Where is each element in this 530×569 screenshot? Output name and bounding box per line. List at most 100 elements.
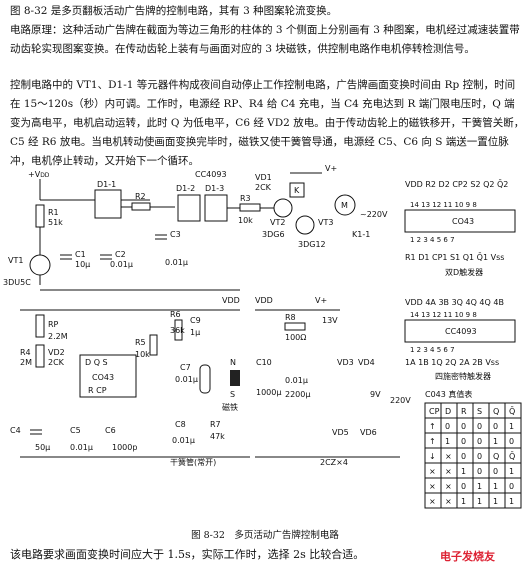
truth-table-value: 1: [509, 422, 514, 431]
truth-table-value: 0: [477, 437, 482, 446]
vt1-phototransistor: [29, 254, 51, 276]
truth-table-value: Q̄: [509, 451, 515, 461]
c4-label: C4: [10, 426, 21, 435]
circuit-diagram: +VDD R1 51k VT1 3DU5C C1 10μ C2 0.01μ D1…: [3, 165, 522, 509]
c3-value: 0.01μ: [165, 258, 188, 267]
principle-paragraph: 电路原理：这种活动广告牌在截面为等边三角形的柱体的 3 个侧面上分别画有 3 种…: [10, 24, 520, 55]
c043-flipflop: [79, 354, 137, 398]
transformer-9v: 9V: [370, 390, 381, 399]
control-paragraph: 控制电路中的 VT1、D1-1 等元器件构成夜间自动停止工作控制电路，广告牌画面…: [10, 79, 525, 167]
truth-table-value: Q: [493, 452, 499, 461]
r1-label: R1: [48, 208, 59, 217]
d1-2-gate: [177, 194, 201, 222]
c6-label: C6: [105, 426, 116, 435]
truth-table-header: R: [461, 407, 467, 416]
c043-chip: [404, 209, 516, 233]
r6-value: 36k: [170, 326, 185, 335]
vdd-label-2: VDD: [222, 296, 240, 305]
cc4093-chip: [404, 319, 516, 343]
reed-switch: [199, 364, 211, 394]
vd6-label: VD6: [360, 428, 377, 437]
truth-table-value: 0: [477, 422, 482, 431]
truth-table-value: 0: [509, 437, 514, 446]
transformer-220v: 220V: [390, 396, 411, 405]
vd4-label: VD4: [358, 358, 375, 367]
magnet-label: 磁铁: [222, 402, 238, 412]
motor-label: M: [341, 201, 348, 210]
relay-k-label: K: [294, 186, 300, 195]
truth-table-value: ×: [445, 482, 452, 491]
d1-1-label: D1-1: [97, 180, 116, 189]
truth-table-value: 0: [461, 482, 466, 491]
truth-table-value: 1: [493, 497, 498, 506]
c11-value: 0.01μ: [285, 376, 308, 385]
r4-value: 2M: [20, 358, 32, 367]
truth-table-value: 1: [509, 467, 514, 476]
truth-table-value: 1: [509, 497, 514, 506]
vt1-label: VT1: [8, 256, 23, 265]
c8-label: C8: [175, 420, 186, 429]
vt2-transistor: [273, 198, 293, 218]
rp-label: RP: [48, 320, 59, 329]
transformer-label: ~220V: [360, 210, 388, 219]
truth-table-value: 1: [493, 482, 498, 491]
pin-top-labels-2: VDD 4A 3B 3Q 4Q 4Q 4B: [405, 298, 504, 307]
motor: [334, 194, 356, 216]
c5-label: C5: [70, 426, 81, 435]
chip-desc-2: 四施密特触发器: [435, 371, 491, 381]
truth-table-value: 1: [477, 482, 482, 491]
ff-chip-label: CO43: [92, 373, 114, 382]
vplus-label-2: V+: [315, 296, 327, 305]
truth-table-value: ×: [445, 497, 452, 506]
d1-3-gate: [204, 194, 228, 222]
r2-label: R2: [135, 192, 146, 201]
c9-value: 1μ: [190, 328, 200, 337]
pin-numbers-bottom: 1 2 3 4 5 6 7: [410, 236, 455, 244]
d1-2-label: D1-2: [176, 184, 195, 193]
vt3-model: 3DG12: [298, 240, 326, 249]
c5-value: 0.01μ: [70, 443, 93, 452]
r7-label: R7: [210, 420, 221, 429]
truth-table-header: Q̄: [509, 406, 515, 416]
truth-table-title: C043 真值表: [425, 389, 472, 399]
r6-label: R6: [170, 310, 181, 319]
truth-table-value: 0: [461, 452, 466, 461]
r8-label: R8: [285, 313, 296, 322]
vd2-model: 2CK: [48, 358, 65, 367]
c6-value: 1000p: [112, 443, 137, 452]
vd1-label: VD1: [255, 173, 272, 182]
vdd-label-3: VDD: [255, 296, 273, 305]
vd2-label: VD2: [48, 348, 65, 357]
chip-desc-1: 双D触发器: [445, 267, 483, 277]
zener-13v-label: 13V: [322, 316, 338, 325]
r5-resistor: [149, 334, 158, 356]
cc4093-chip-label: CC4093: [445, 327, 477, 336]
footer-note: 该电路要求画面变换时间应大于 1.5s，实际工作时，选择 2s 比较合适。: [10, 548, 365, 561]
truth-table-header: CP: [429, 407, 440, 416]
truth-table-value: 1: [445, 437, 450, 446]
r7-value: 47k: [210, 432, 225, 441]
vt1-model: 3DU5C: [3, 278, 31, 287]
truth-table-value: 0: [477, 467, 482, 476]
truth-table-value: 1: [477, 497, 482, 506]
truth-table-value: 0: [477, 452, 482, 461]
truth-table-value: ↑: [429, 422, 436, 431]
r2-resistor: [131, 202, 151, 211]
truth-table-value: ×: [445, 452, 452, 461]
c4-value: 50μ: [35, 443, 50, 452]
c10-label: C10: [256, 358, 272, 367]
truth-table-value: 0: [493, 467, 498, 476]
rp-value: 2.2M: [48, 332, 68, 341]
truth-table-value: ×: [429, 467, 436, 476]
watermark: 电子发烧友: [440, 550, 495, 563]
truth-table-value: ×: [429, 482, 436, 491]
c7-value: 0.01μ: [175, 375, 198, 384]
truth-table-cell: [504, 492, 522, 509]
d1-3-label: D1-3: [205, 184, 224, 193]
truth-table-value: 0: [445, 422, 450, 431]
vplus-label-1: V+: [325, 165, 337, 173]
bridge-label: 2CZ×4: [320, 458, 348, 467]
truth-table-header: S: [477, 407, 482, 416]
pin-numbers-top-2: 14 13 12 11 10 9 8: [410, 311, 477, 319]
r8-value: 100Ω: [285, 333, 306, 342]
